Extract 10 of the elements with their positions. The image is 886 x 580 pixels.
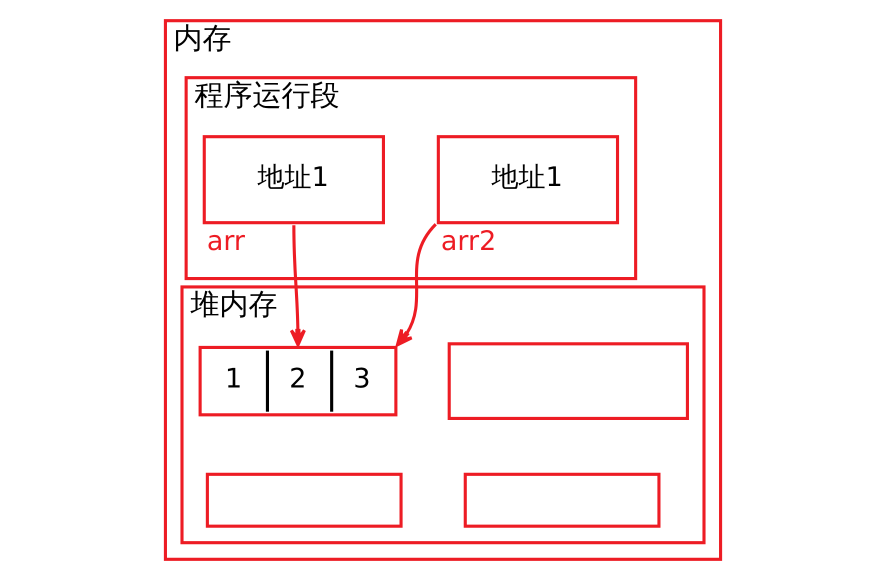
arrow [396, 223, 437, 346]
node-box: 地址1 [436, 135, 620, 224]
node-box: 1 2 3 [198, 346, 398, 416]
node-box [464, 472, 660, 528]
node-box [448, 342, 689, 420]
node-box: 地址1 [202, 135, 385, 224]
node-label: arr2 [440, 226, 496, 257]
node-box [206, 472, 403, 528]
arrow [290, 225, 306, 346]
node-label: arr [206, 226, 245, 257]
